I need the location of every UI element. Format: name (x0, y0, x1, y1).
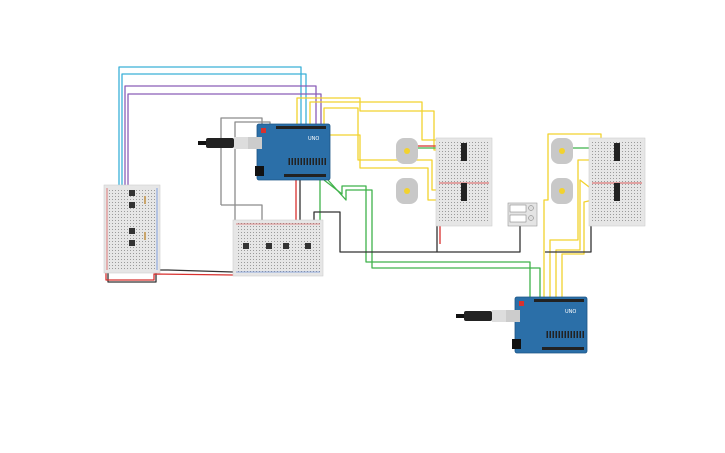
arduino-uno-2[interactable]: UNO (456, 296, 588, 354)
usb-cable (464, 311, 492, 321)
motor-3 (551, 138, 573, 164)
wire-yellow-8[interactable] (561, 199, 594, 300)
wire-black-1[interactable] (313, 211, 521, 253)
motor-2 (396, 178, 418, 204)
wire-yellow-6[interactable] (549, 159, 593, 300)
board-label: UNO (308, 136, 319, 142)
arduino-uno-1[interactable]: UNO (198, 123, 331, 181)
usb-cable (206, 138, 234, 148)
wires (105, 66, 602, 300)
wire-yellow-2[interactable] (309, 101, 440, 141)
wire-black-3[interactable] (545, 226, 592, 253)
wire-purple-2[interactable] (127, 93, 322, 195)
wire-purple-1[interactable] (124, 85, 317, 195)
wire-yellow-7[interactable] (555, 179, 594, 300)
motor-driver-chip (461, 183, 467, 201)
wire-gray-1[interactable] (220, 117, 263, 205)
wire-green-2[interactable] (323, 179, 531, 300)
usb-plug (198, 141, 206, 145)
motor-driver-chip (614, 143, 620, 161)
wire-red-bb1[interactable] (105, 270, 234, 281)
wire-yellow-1[interactable] (296, 97, 445, 151)
wire-cyan-2[interactable] (121, 73, 307, 190)
motor-1 (396, 138, 418, 164)
breadboard-2 (232, 219, 324, 277)
motor-driver-chip (461, 143, 467, 161)
wire-gray-3[interactable] (221, 204, 263, 222)
board-label: UNO (565, 309, 576, 315)
motor-driver-chip (614, 183, 620, 201)
resistors (144, 196, 146, 240)
wire-yellow-3[interactable] (323, 107, 445, 191)
wire-yellow-5[interactable] (543, 133, 602, 300)
wire-yellow-4[interactable] (330, 134, 440, 201)
power-supply (507, 202, 538, 227)
breadboard-4 (588, 137, 646, 227)
breadboard-3 (435, 137, 493, 227)
dc-motors (396, 138, 573, 204)
usb-plug (456, 314, 464, 318)
motor-4 (551, 178, 573, 204)
breadboard-1 (103, 184, 161, 274)
wire-green-3[interactable] (327, 179, 541, 300)
